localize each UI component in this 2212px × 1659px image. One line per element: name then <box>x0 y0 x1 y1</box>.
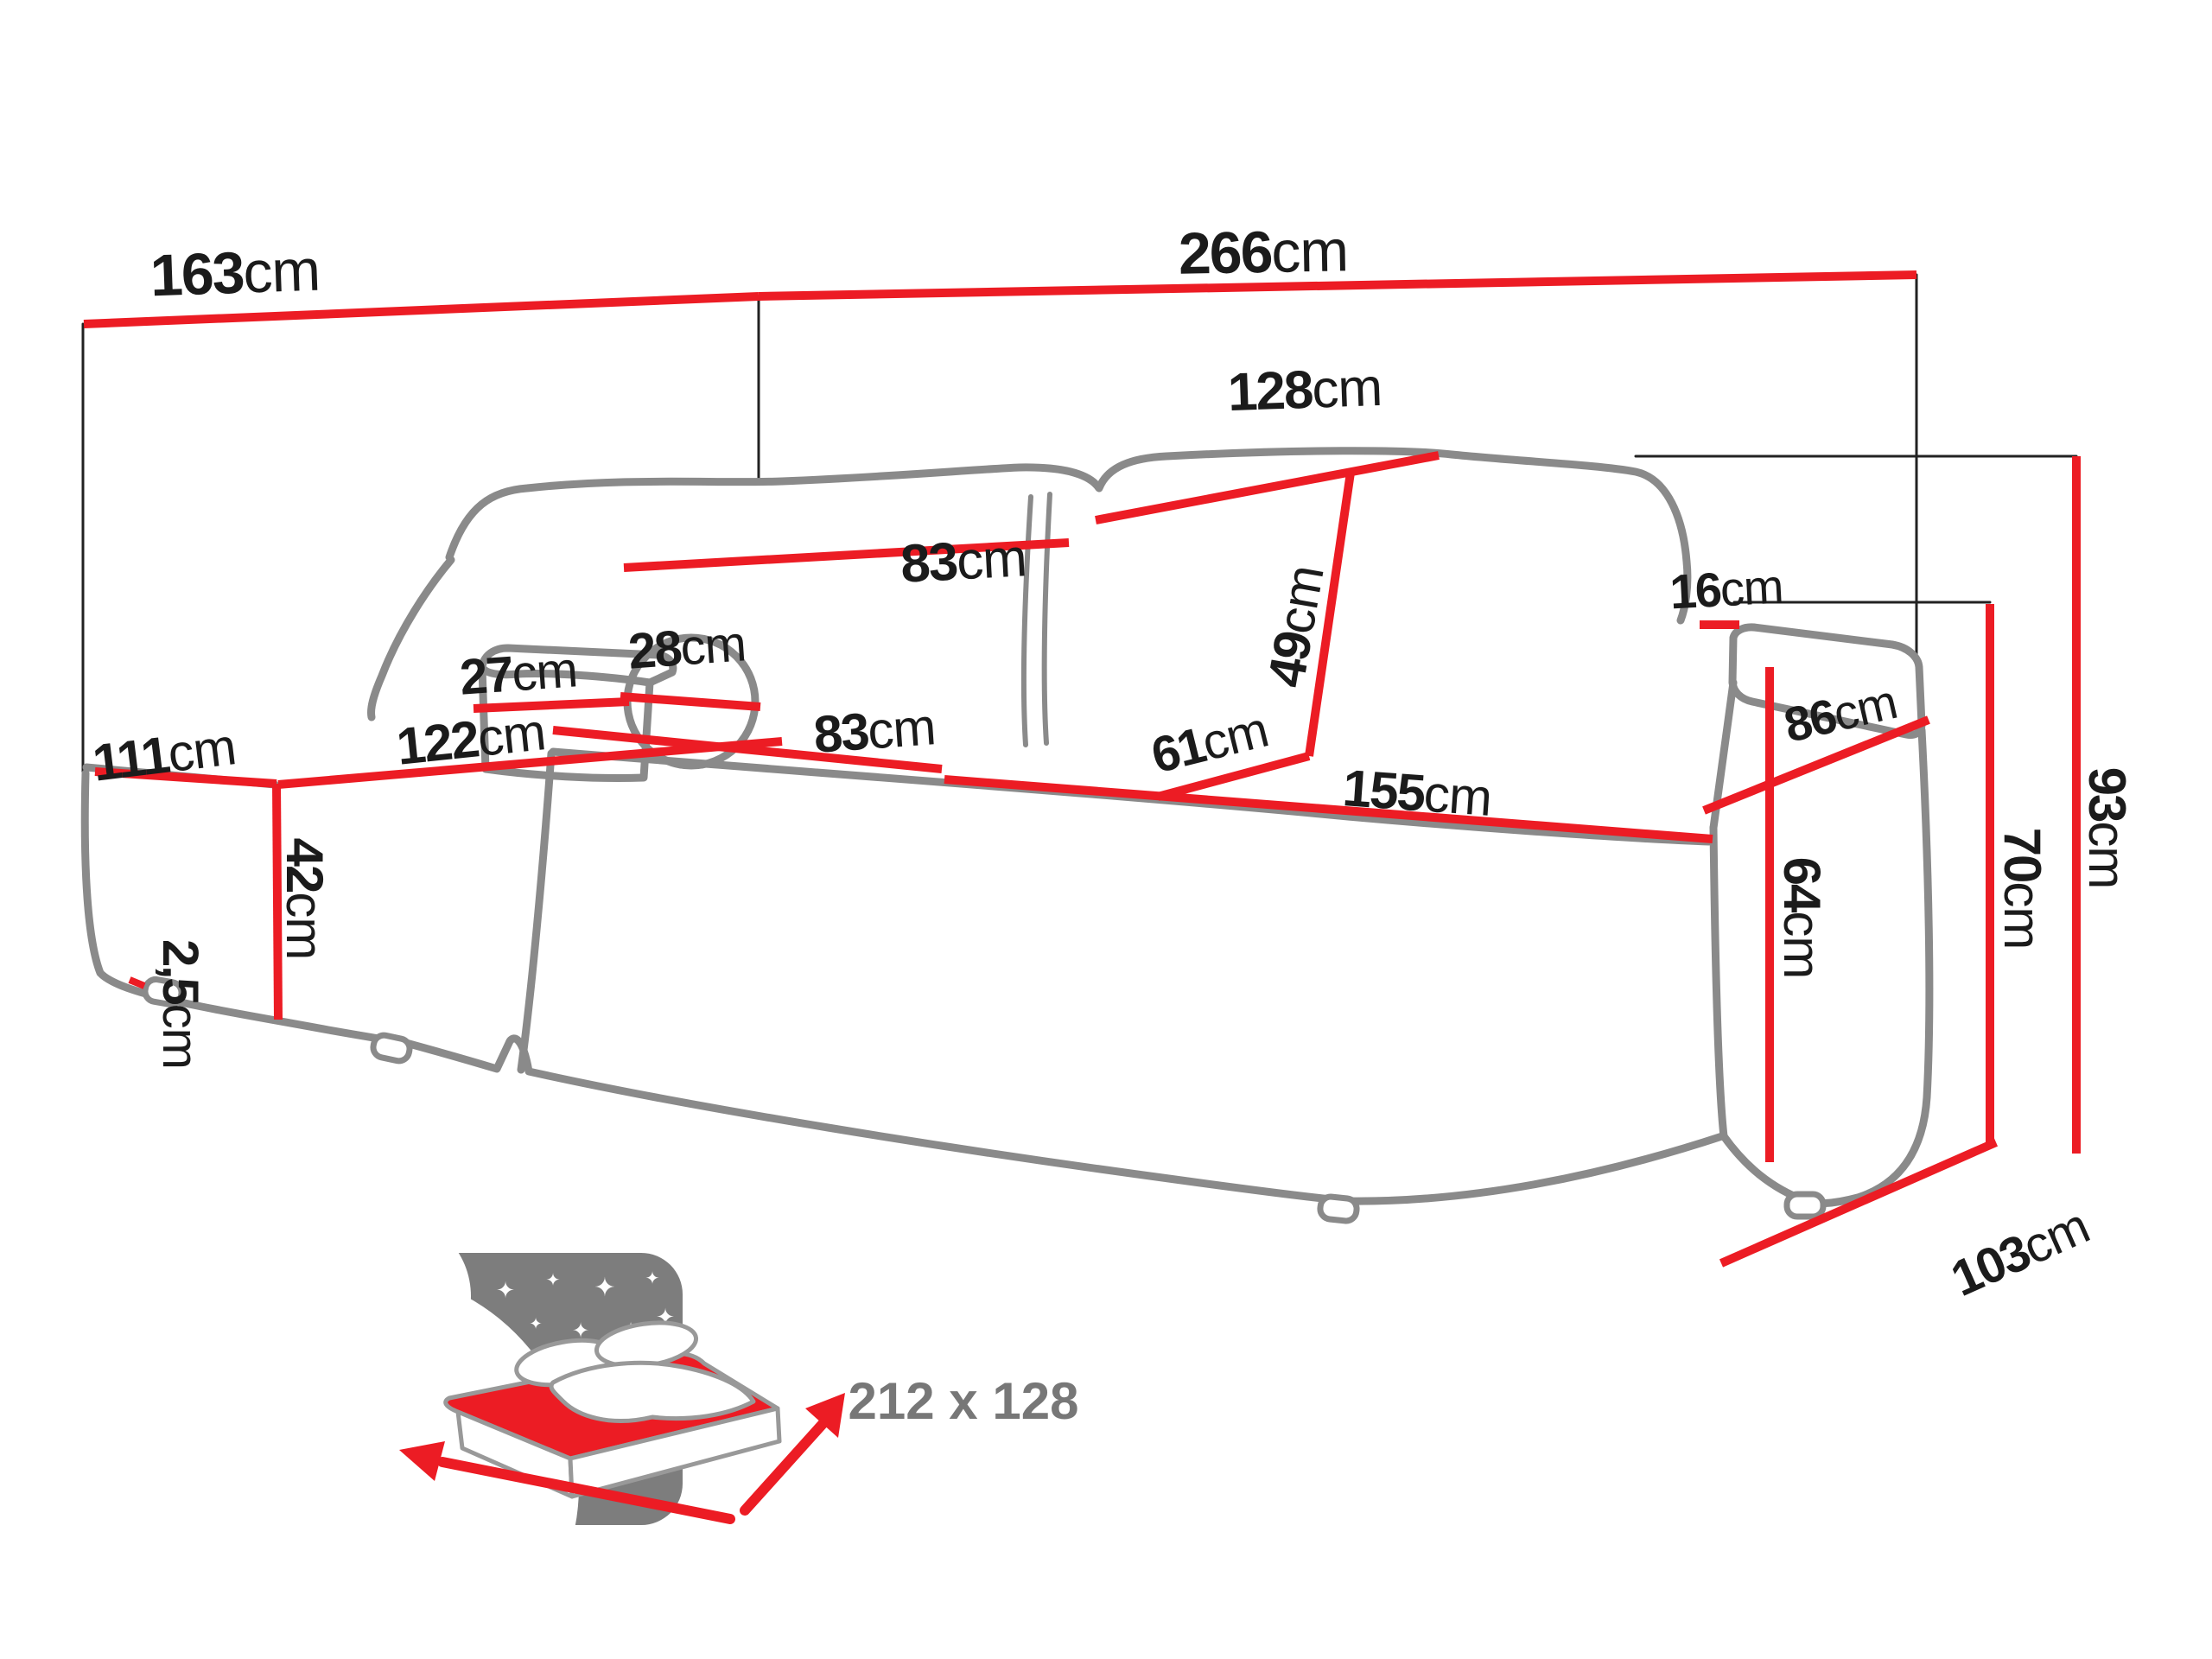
dim-label-155: 155cm <box>1340 759 1494 827</box>
svg-text:✦: ✦ <box>594 1273 615 1303</box>
dim-label-42: 42cm <box>276 837 334 960</box>
dim-label-2-5: 2,5cm <box>152 939 208 1069</box>
svg-text:✦: ✦ <box>572 1319 589 1343</box>
svg-text:✦: ✦ <box>546 1269 561 1290</box>
dim-label-64: 64cm <box>1773 856 1831 979</box>
dim-label-27: 27cm <box>457 641 579 706</box>
dim-label-163: 163cm <box>149 237 321 309</box>
dim-label-83-backrest: 83cm <box>899 528 1028 594</box>
sleeping-function-icon: ✦ ✦ ✦ ✦ ✦ ✦ ✦ ✦ ✦ ✦ ✦ ✦ ✦ ✦ ✦ ✦ ✦ ✦ <box>147 1214 845 1659</box>
dim-label-93: 93cm <box>2078 766 2136 889</box>
dim-label-70: 70cm <box>1993 827 2051 950</box>
bed-size-arrows <box>399 1393 845 1524</box>
construction-lines <box>81 273 2078 773</box>
dimension-lines <box>83 270 2081 1268</box>
svg-text:✦: ✦ <box>496 1278 515 1304</box>
sleeping-area-size-label: 212 x 128 <box>848 1372 1079 1430</box>
svg-text:✦: ✦ <box>645 1268 660 1288</box>
dim-label-16: 16cm <box>1668 558 1785 620</box>
dim-label-83-seat: 83cm <box>811 697 938 764</box>
dim-label-128: 128cm <box>1226 357 1383 423</box>
dim-label-266: 266cm <box>1178 218 1349 287</box>
dim-label-28: 28cm <box>626 615 747 680</box>
bed-icon <box>443 1320 782 1499</box>
svg-text:✦: ✦ <box>529 1315 542 1333</box>
